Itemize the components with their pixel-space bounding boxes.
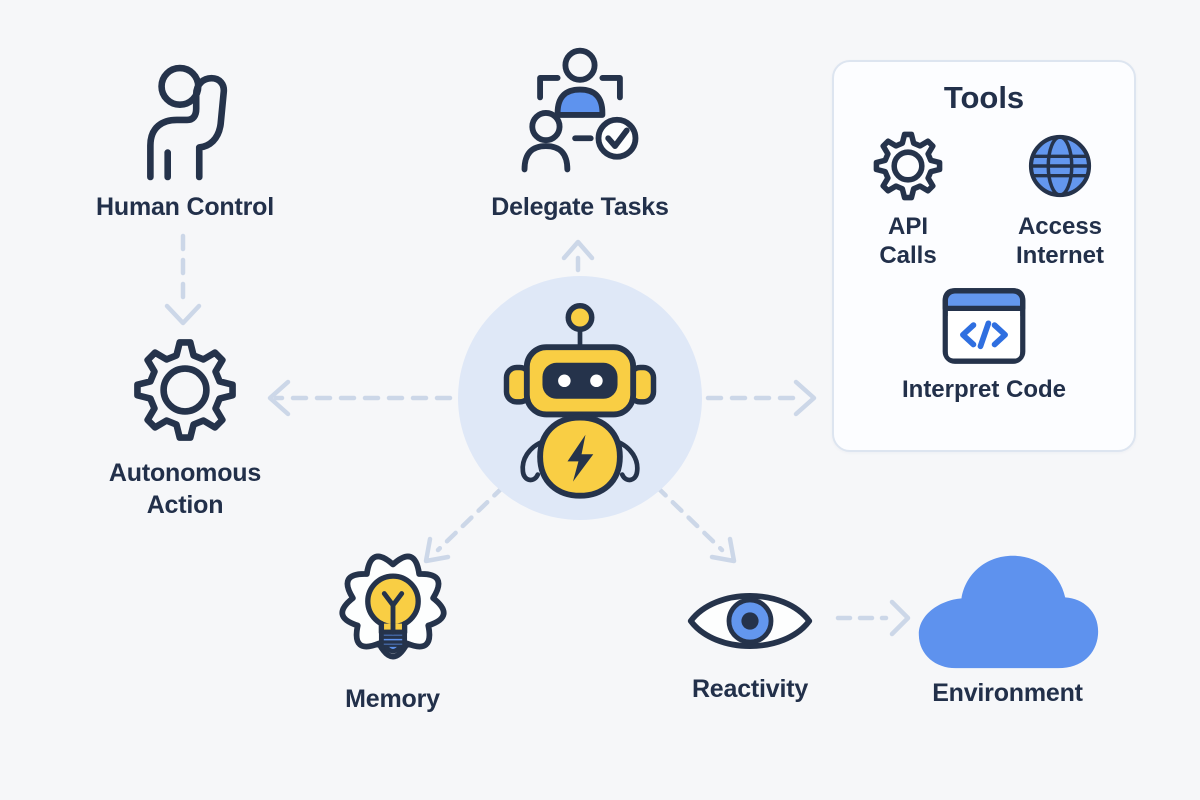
autonomous-action-label: Autonomous Action bbox=[108, 459, 262, 519]
memory-label: Memory bbox=[345, 685, 440, 713]
tool-item-interpret-code: Interpret Code bbox=[874, 285, 1094, 404]
environment-label: Environment bbox=[932, 679, 1083, 707]
agent-circle bbox=[458, 276, 702, 520]
reactivity-label: Reactivity bbox=[691, 675, 809, 703]
eye-icon bbox=[681, 578, 819, 664]
arrow-reactivity-to-environment bbox=[835, 599, 911, 637]
node-human-control: Human Control bbox=[75, 58, 295, 224]
tool-item-access-internet: Access Internet bbox=[1008, 128, 1112, 271]
gear-icon bbox=[129, 334, 241, 446]
cloud-icon bbox=[910, 548, 1106, 674]
node-autonomous-action: Autonomous Action bbox=[90, 334, 280, 521]
tool-access-internet-label: Access Internet bbox=[1015, 213, 1104, 270]
tools-row: API Calls Access Internet bbox=[856, 128, 1112, 271]
node-memory: Memory bbox=[305, 550, 480, 716]
tools-panel: Tools API Calls bbox=[832, 60, 1136, 452]
globe-icon bbox=[1022, 128, 1098, 204]
team-check-icon bbox=[507, 40, 653, 182]
tool-api-calls-label: API Calls bbox=[879, 213, 937, 270]
code-window-icon bbox=[940, 285, 1028, 367]
arrow-human-to-autonomous bbox=[164, 233, 202, 326]
human-control-label: Human Control bbox=[96, 193, 274, 221]
tools-panel-title: Tools bbox=[943, 80, 1025, 115]
brain-lightbulb-icon bbox=[330, 550, 456, 672]
delegate-tasks-label: Delegate Tasks bbox=[491, 193, 669, 221]
node-delegate-tasks: Delegate Tasks bbox=[470, 40, 690, 224]
node-reactivity: Reactivity bbox=[660, 578, 840, 706]
node-environment: Environment bbox=[905, 548, 1110, 710]
gear-icon bbox=[870, 128, 946, 204]
tool-interpret-code-label: Interpret Code bbox=[901, 375, 1066, 403]
robot-icon bbox=[486, 294, 674, 502]
person-raising-hand-icon bbox=[129, 58, 241, 184]
arrow-center-to-tools bbox=[705, 379, 817, 417]
tool-item-api-calls: API Calls bbox=[856, 128, 960, 271]
arrow-center-to-autonomous bbox=[267, 379, 453, 417]
